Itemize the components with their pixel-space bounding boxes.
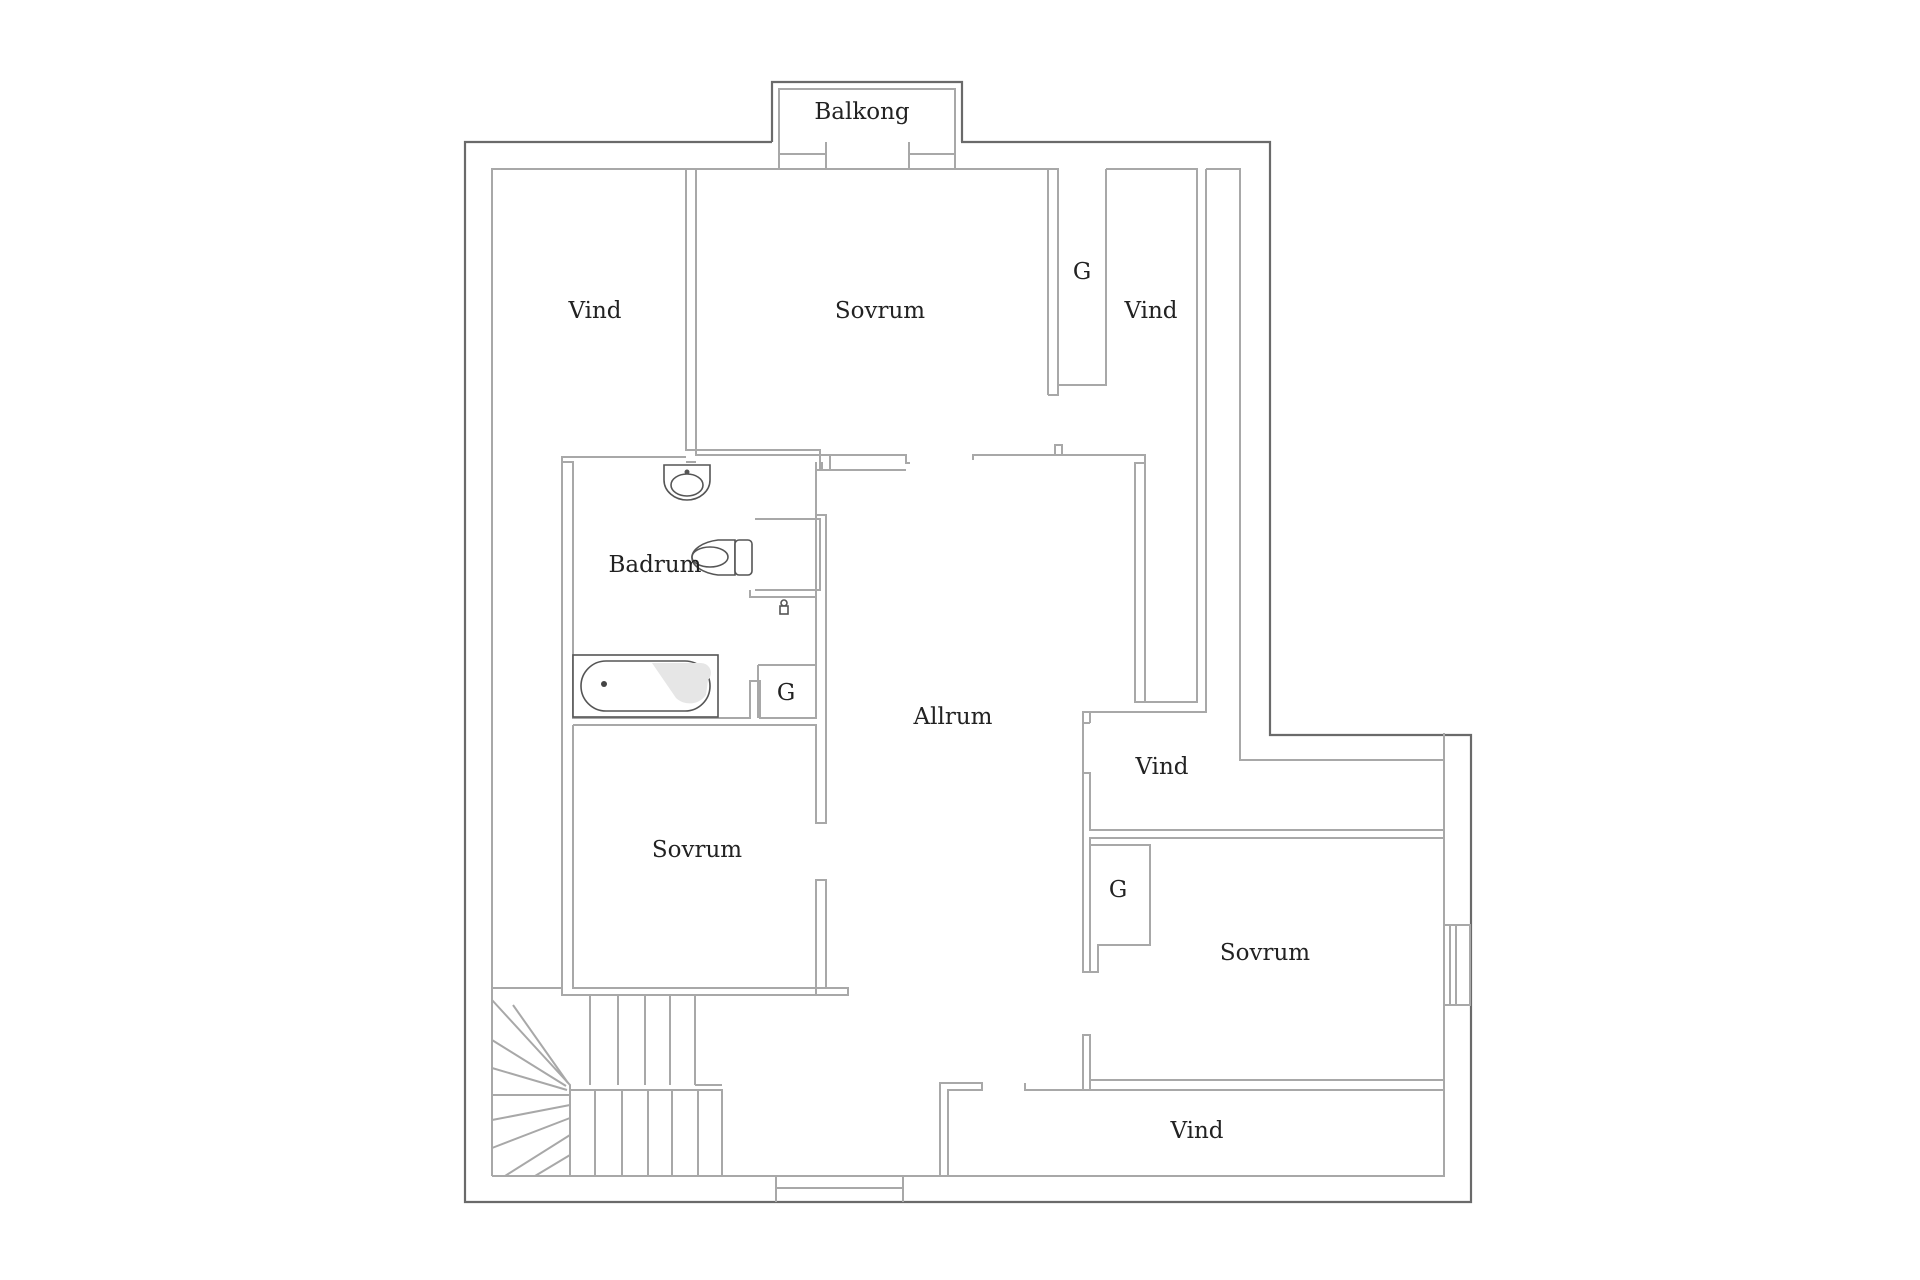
label-closet-top: G <box>1073 259 1091 285</box>
sink-icon <box>663 464 711 501</box>
bedroom-left-walls <box>572 725 849 996</box>
toilet-icon <box>691 539 753 576</box>
label-closet-right: G <box>1109 877 1127 903</box>
label-balkong: Balkong <box>814 99 910 125</box>
bathtub-icon <box>572 654 719 718</box>
attic-bottom-walls <box>1024 1083 1445 1176</box>
closet-top <box>1047 168 1107 396</box>
label-closet-bath: G <box>777 680 795 706</box>
attic-left-inner <box>492 456 686 989</box>
label-sovrum-left: Sovrum <box>652 837 742 863</box>
bathroom-walls <box>561 457 906 824</box>
bottom-window <box>775 1176 904 1202</box>
balcony <box>770 80 964 169</box>
label-badrum: Badrum <box>609 552 702 578</box>
label-vind-top-right: Vind <box>1123 298 1177 324</box>
label-vind-mid-right: Vind <box>1134 754 1188 780</box>
staircase-icon <box>491 994 723 1177</box>
faucet-icon <box>779 599 789 615</box>
label-vind-bottom: Vind <box>1169 1118 1223 1144</box>
attic-top-right-walls <box>1106 168 1198 703</box>
bedroom-top-wall <box>695 450 910 464</box>
label-vind-left: Vind <box>567 298 621 324</box>
label-allrum: Allrum <box>913 704 993 730</box>
attic-left-walls <box>685 169 697 451</box>
label-sovrum-right: Sovrum <box>1220 940 1310 966</box>
bedroom-right-walls <box>1024 773 1471 1091</box>
label-sovrum-top: Sovrum <box>835 298 925 324</box>
